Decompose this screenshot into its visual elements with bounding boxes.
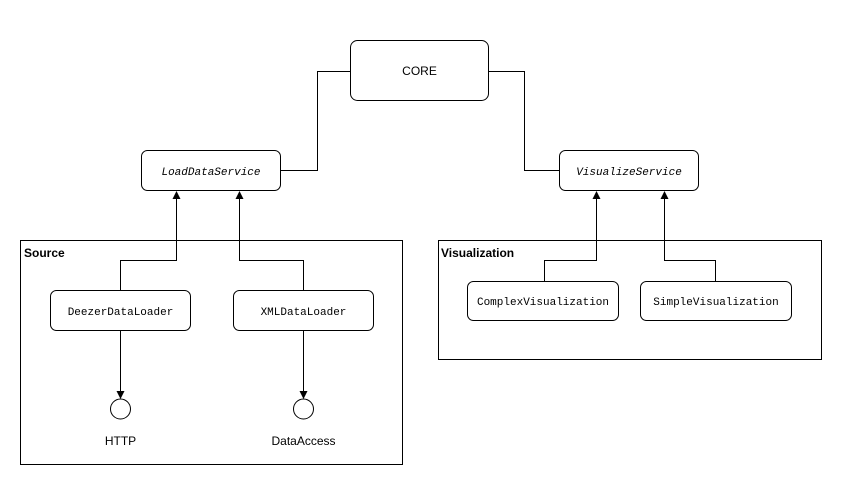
visualize-service-box [559,150,699,191]
interface-connectors [116,330,308,399]
load-data-service-label: LoadDataService [161,167,260,179]
xml-data-loader-label: XMLDataLoader [261,307,347,319]
connector-deezer-to-load-service [120,191,181,290]
http-interface-label: HTTP [105,434,136,448]
load-data-service-box [141,150,281,191]
xml-data-loader-node[interactable]: XMLDataLoader [233,290,374,331]
core-connectors [281,71,559,171]
core-node[interactable]: CORE [350,40,489,101]
source-package-title: Source [24,246,65,260]
simple-visualization-box [640,281,792,321]
visualize-service-node[interactable]: VisualizeService [559,150,699,191]
complex-visualization-box [467,281,619,321]
data-access-interface[interactable]: DataAccess [271,398,336,448]
connector-simple-to-visualize-service [660,191,716,281]
xml-data-loader-box [233,290,374,331]
complex-visualization-node[interactable]: ComplexVisualization [467,281,619,321]
visualize-service-label: VisualizeService [576,167,682,179]
load-data-service-node[interactable]: LoadDataService [141,150,281,191]
connector-core-to-visualize-service [489,71,559,171]
data-access-interface-label: DataAccess [271,434,335,448]
complex-visualization-label: ComplexVisualization [477,297,609,309]
deezer-data-loader-box [50,290,191,331]
data-access-interface-circle [293,398,314,420]
core-node-box [350,40,489,101]
connector-core-to-load-service [281,71,350,171]
core-node-label: CORE [402,64,437,78]
http-interface-circle [110,398,131,420]
loader-connectors [120,191,304,290]
deezer-data-loader-node[interactable]: DeezerDataLoader [50,290,191,331]
source-package-frame [20,240,403,465]
source-package: Source [20,240,403,465]
http-interface[interactable]: HTTP [105,398,136,448]
deezer-data-loader-label: DeezerDataLoader [68,307,174,319]
simple-visualization-label: SimpleVisualization [653,297,778,309]
connector-xml-to-load-service [235,191,304,290]
simple-visualization-node[interactable]: SimpleVisualization [640,281,792,321]
visualization-connectors [544,191,716,281]
visualization-package-title: Visualization [441,246,514,260]
connector-complex-to-visualize-service [544,191,601,281]
